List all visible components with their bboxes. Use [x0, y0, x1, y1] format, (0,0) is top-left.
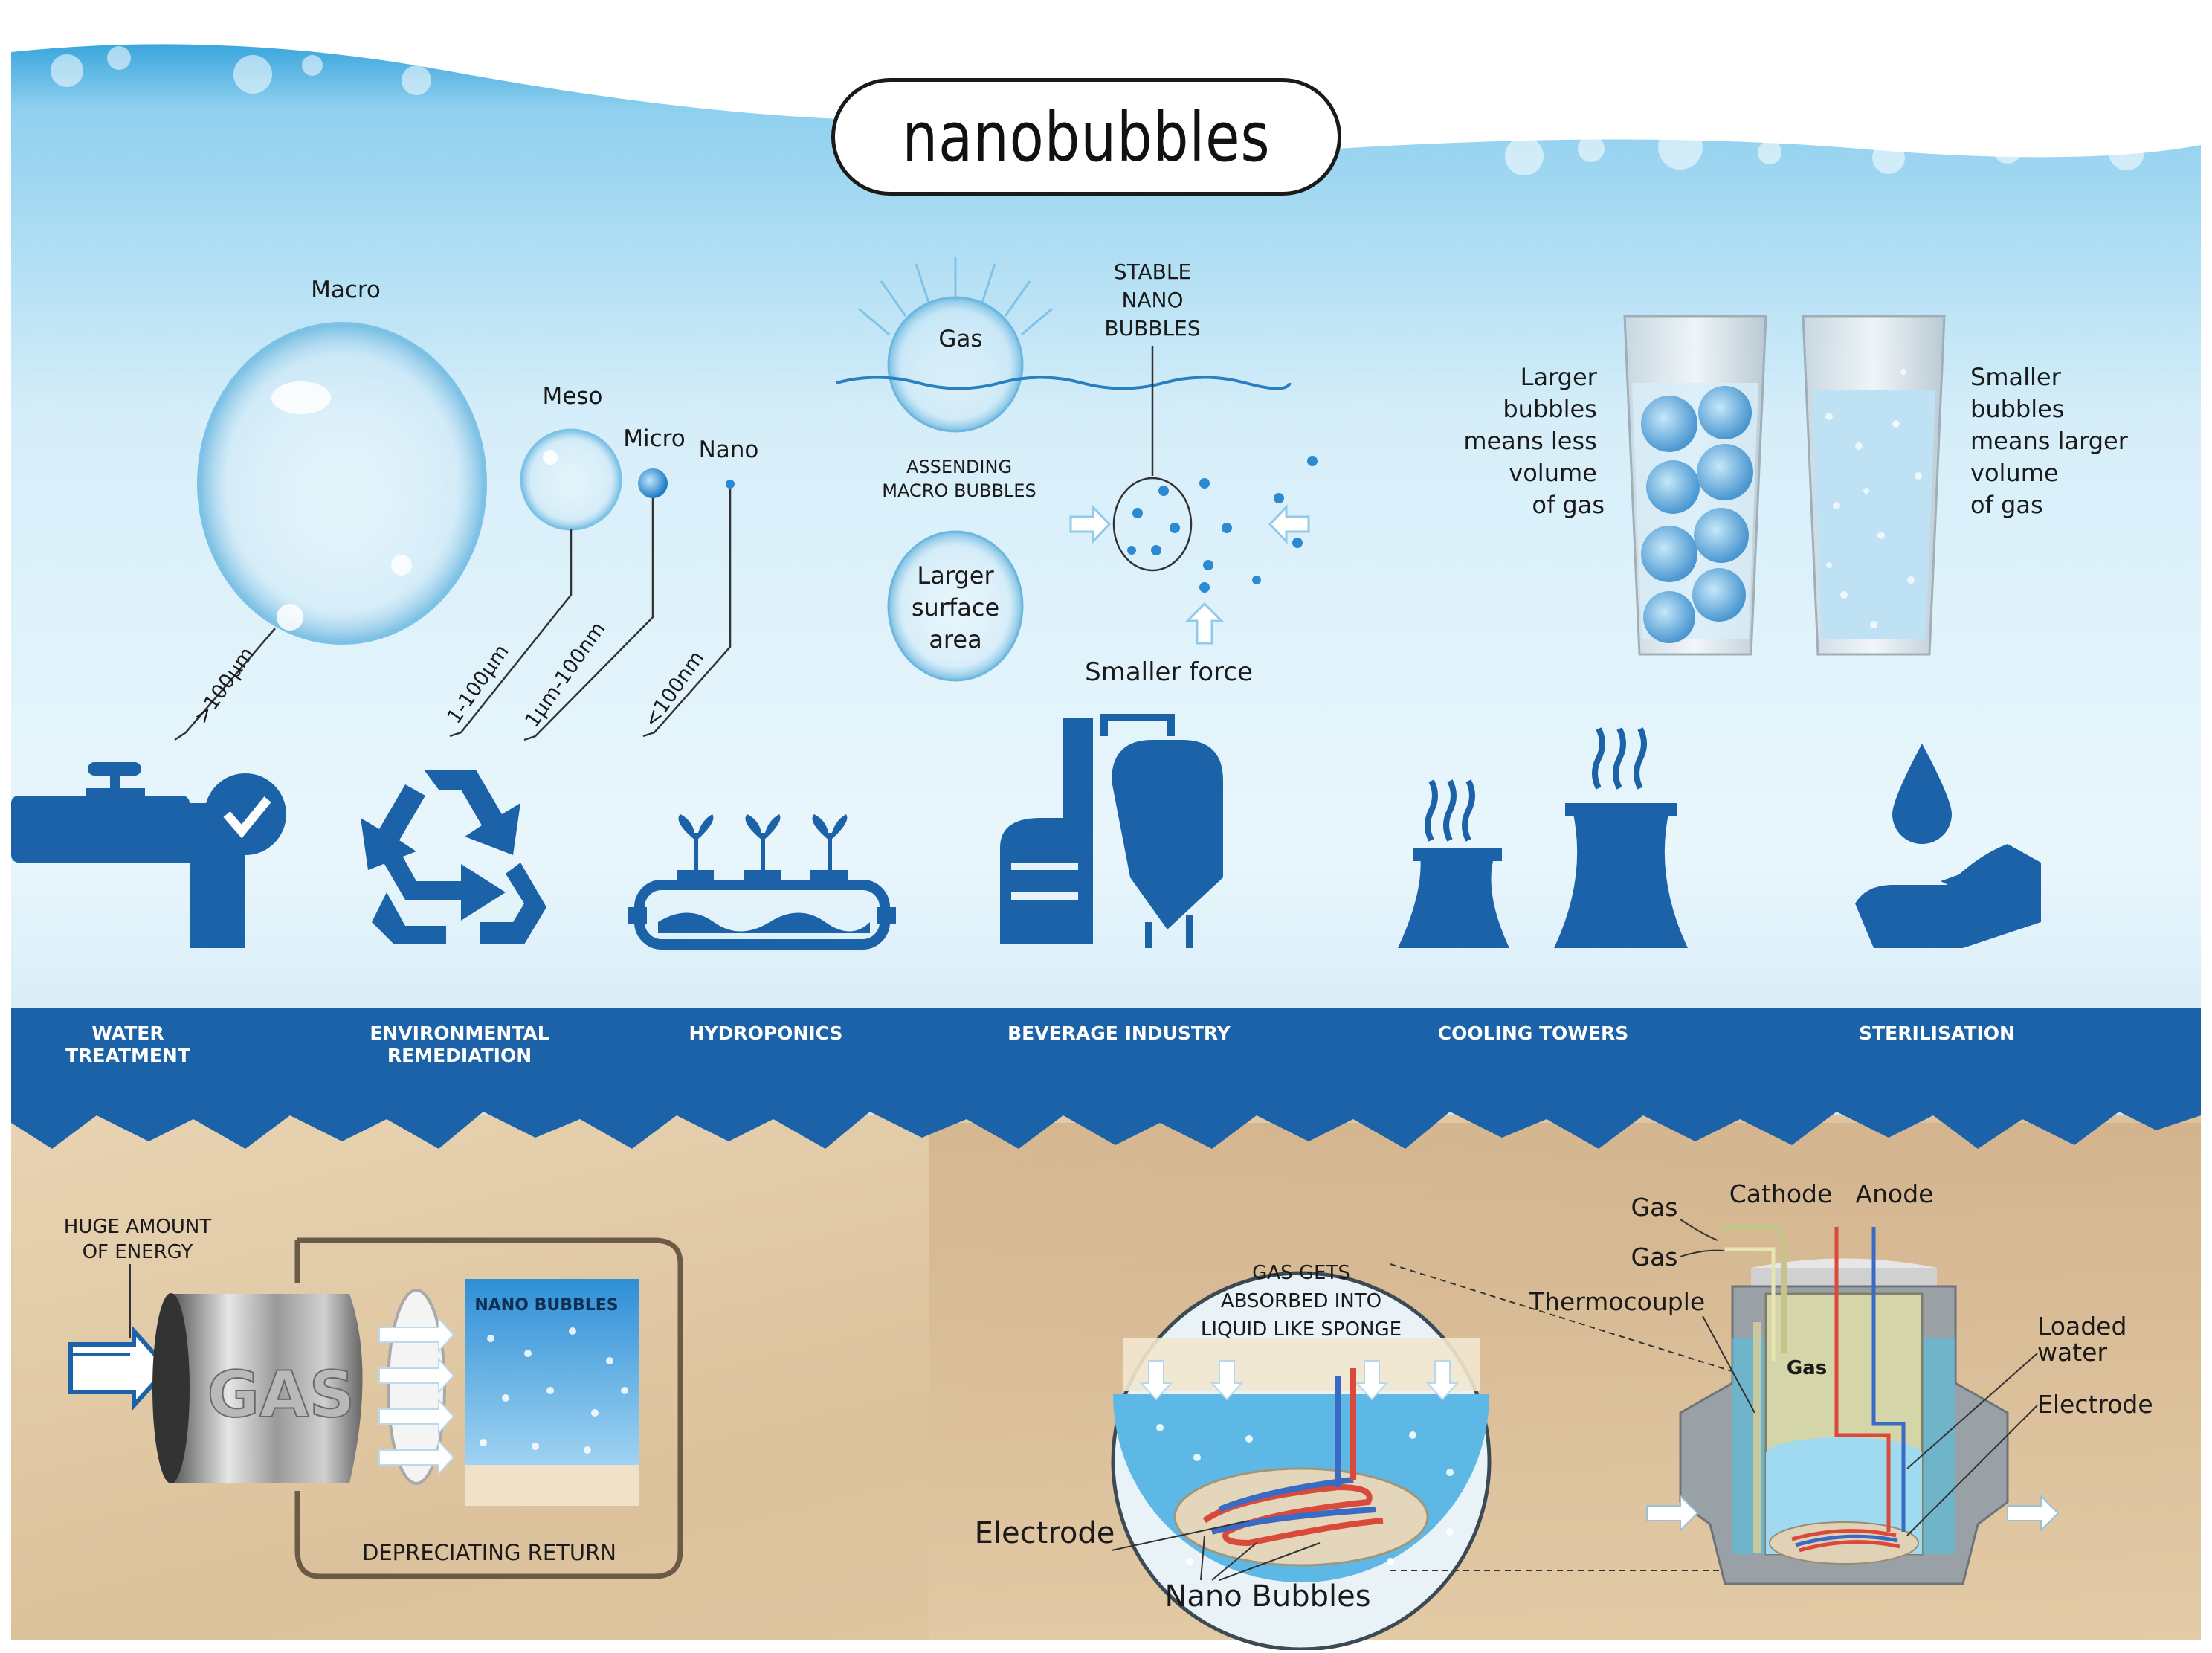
surface-area-section: Gas ASSENDING MACRO BUBBLES Larger surfa… [836, 257, 1318, 687]
title-banner: nanobubbles [831, 78, 1341, 196]
energy-section: HUGE AMOUNT OF ENERGY GAS NANO BUBBLES D… [64, 1216, 683, 1579]
nano-bubble [726, 480, 735, 489]
environmental-label-2: REMEDIATION [387, 1045, 532, 1066]
gas-bubble [887, 296, 1024, 433]
inner-gas-label: Gas [1787, 1357, 1827, 1379]
loaded-water-label-2: water [2037, 1338, 2107, 1367]
nano-cube-base [465, 1465, 639, 1506]
ascending-label-2: MACRO BUBBLES [882, 480, 1036, 501]
stable-label-1: STABLE [1114, 260, 1191, 284]
hydroponics-icon [628, 814, 896, 950]
loaded-water-label-1: Loaded [2037, 1312, 2126, 1341]
stable-nano-circle [1112, 477, 1193, 572]
water-line [836, 376, 1292, 390]
electrolysis-circle-section: GAS GETS ABSORBED INTO LIQUID LIKE SPONG… [975, 1262, 1830, 1652]
electrode-label: Electrode [975, 1516, 1115, 1550]
sterilisation-label: STERILISATION [1859, 1022, 2015, 1044]
sponge-label-3: LIQUID LIKE SPONGE [1201, 1318, 1402, 1341]
huge-energy-label-2: OF ENERGY [83, 1241, 193, 1263]
huge-energy-label-1: HUGE AMOUNT [64, 1216, 212, 1238]
ascending-label-1: ASSENDING [906, 457, 1012, 477]
thermocouple-label: Thermocouple [1529, 1287, 1705, 1316]
small-bubbles-in-glass [1812, 390, 1935, 639]
beverage-tank-icon [1000, 714, 1223, 948]
larger-label-2: surface [912, 593, 999, 622]
application-labels: WATER TREATMENT ENVIRONMENTAL REMEDIATIO… [65, 1022, 2015, 1066]
sand-right-panel [929, 1123, 2201, 1640]
micro-label: Micro [623, 425, 685, 452]
large-surface-bubble [887, 530, 1024, 682]
drop-hand-icon [1855, 744, 2041, 948]
gas-cylinder-label: GAS [207, 1358, 355, 1432]
nano-cube-label: NANO BUBBLES [474, 1296, 618, 1315]
water-treatment-label-2: TREATMENT [65, 1045, 190, 1066]
gas-label-1: Gas [1631, 1193, 1678, 1222]
gas-label: Gas [938, 326, 982, 352]
application-icons [11, 714, 2041, 950]
gas-rays [858, 257, 1053, 336]
electrode-coils [1202, 1368, 1384, 1547]
recycle-icon [361, 770, 546, 944]
smaller-force-label: Smaller force [1085, 657, 1253, 687]
beverage-label: BEVERAGE INDUSTRY [1007, 1022, 1231, 1044]
sponge-label-1: GAS GETS [1252, 1262, 1350, 1284]
force-arrows [1069, 504, 1310, 645]
glasses-section: Larger bubbles means less volume of gas … [1463, 315, 2135, 656]
hydroponics-label: HYDROPONICS [689, 1022, 843, 1044]
macro-bubble [197, 322, 487, 645]
nano-cube [465, 1279, 639, 1465]
application-band [11, 1008, 2201, 1149]
nano-dots [1127, 456, 1318, 593]
surface-bubbles [51, 46, 2144, 175]
apparatus-section: Gas Gas Cathode Anode Thermocouple Gas L… [1529, 1179, 2153, 1585]
gas-label-2: Gas [1631, 1243, 1678, 1272]
sponge-label-2: ABSORBED INTO [1221, 1290, 1381, 1312]
left-glass-text: Larger bubbles means less volume of gas [1463, 363, 1605, 519]
page-title: nanobubbles [902, 97, 1271, 177]
micro-bubble [638, 468, 668, 498]
large-bubbles-in-glass [1641, 386, 1753, 643]
anode-label: Anode [1856, 1179, 1934, 1208]
stable-label-3: BUBBLES [1104, 316, 1200, 341]
gas-cylinder [171, 1294, 363, 1483]
larger-label-1: Larger [917, 561, 994, 590]
stable-label-2: NANO [1121, 288, 1183, 312]
right-glass-text: Smaller bubbles means larger volume of g… [1970, 363, 2135, 519]
depreciating-return-label: DEPRECIATING RETURN [362, 1540, 616, 1565]
meso-bubble [520, 428, 622, 531]
cooling-tower-icon [1398, 727, 1688, 948]
nano-bubbles-label: Nano Bubbles [1164, 1579, 1370, 1614]
energy-arrows [68, 1325, 171, 1411]
cooling-towers-label: COOLING TOWERS [1438, 1022, 1628, 1044]
water-treatment-label-1: WATER [91, 1022, 164, 1044]
tap-icon [11, 762, 286, 948]
larger-label-3: area [929, 625, 981, 654]
cathode-label: Cathode [1729, 1179, 1833, 1208]
return-frame [294, 1237, 683, 1579]
electrode-right-label: Electrode [2037, 1390, 2153, 1419]
nano-label: Nano [699, 436, 759, 463]
meso-label: Meso [543, 383, 603, 410]
macro-label: Macro [311, 277, 381, 303]
flow-arrows [1646, 1494, 2060, 1533]
environmental-label-1: ENVIRONMENTAL [370, 1022, 549, 1044]
